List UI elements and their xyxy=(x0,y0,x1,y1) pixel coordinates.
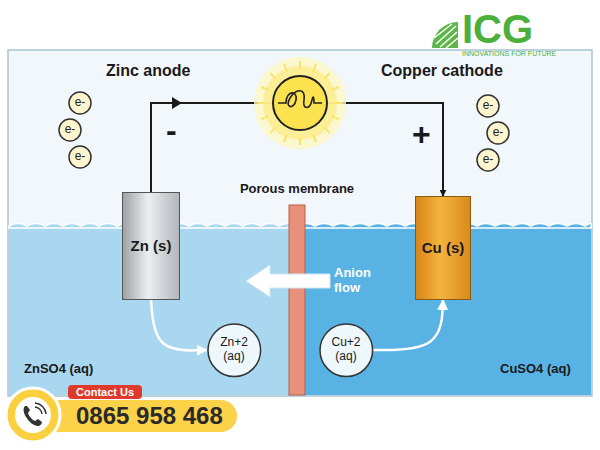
phone-icon xyxy=(0,380,70,450)
ion-flow-arrow xyxy=(151,300,207,350)
porous-membrane xyxy=(289,205,305,395)
node-label: e- xyxy=(483,153,494,167)
positive-sign: + xyxy=(412,116,431,153)
electron: e- xyxy=(68,91,92,115)
logo-leaf xyxy=(432,22,458,48)
copper-ion: Cu+2 (aq) xyxy=(319,323,374,378)
copper-electrode: Cu (s) xyxy=(415,196,471,300)
membrane-label: Porous membrane xyxy=(240,182,354,197)
zinc-electrode: Zn (s) xyxy=(122,192,180,300)
node-label: Cu+2 (aq) xyxy=(326,336,366,364)
node-label: e- xyxy=(75,96,86,110)
electron: e- xyxy=(476,94,500,118)
frame xyxy=(8,50,592,396)
node-label: Zn+2 (aq) xyxy=(214,336,254,364)
electrolyte-label: ZnSO4 (aq) xyxy=(24,362,93,377)
logo-tagline: INNOVATIONS FOR FUTURE xyxy=(462,50,556,58)
logo-text: ICG xyxy=(462,6,533,52)
anion-label: Anion flow xyxy=(334,266,378,296)
electron-arrowhead xyxy=(172,97,182,109)
node-label: e- xyxy=(75,150,86,164)
contact-badge: Contact Us0865 958 468 xyxy=(52,385,237,432)
contact-tab: Contact Us xyxy=(68,385,142,399)
zinc-ion: Zn+2 (aq) xyxy=(207,323,262,378)
anion-arrow xyxy=(246,265,330,297)
cathode-label: Copper cathode xyxy=(381,62,503,80)
node-label: Zn (s) xyxy=(131,237,172,254)
phone-number: 0865 958 468 xyxy=(52,400,237,432)
electron: e- xyxy=(476,148,500,172)
electron: e- xyxy=(486,121,510,145)
node-label: e- xyxy=(493,126,504,140)
electron: e- xyxy=(58,118,82,142)
anode-label: Zinc anode xyxy=(106,62,190,80)
node-label: e- xyxy=(483,99,494,113)
electron: e- xyxy=(68,145,92,169)
light-bulb xyxy=(254,57,346,149)
node-label: Cu (s) xyxy=(422,239,465,256)
ion-flow-arrow xyxy=(373,300,443,350)
cuso4-solution xyxy=(297,224,592,396)
znso4-solution xyxy=(9,224,297,396)
negative-sign: - xyxy=(166,112,177,149)
node-label: e- xyxy=(65,123,76,137)
electrolyte-label: CuSO4 (aq) xyxy=(500,362,571,377)
